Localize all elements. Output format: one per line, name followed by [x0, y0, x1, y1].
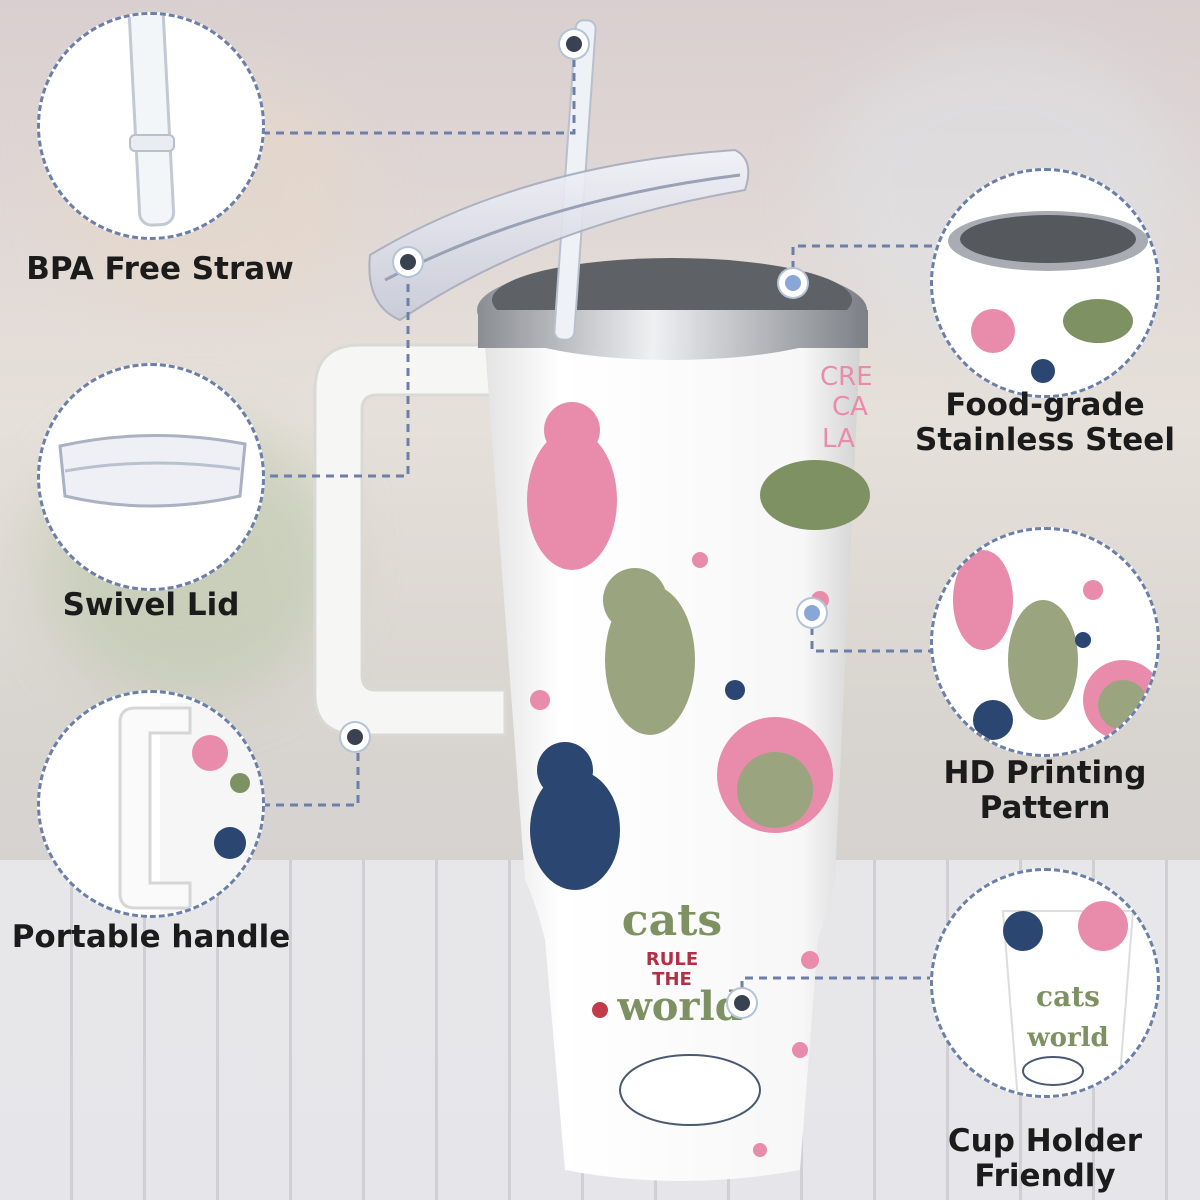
side-text-2: CA: [832, 392, 868, 422]
label-portable-handle: Portable handle: [11, 919, 291, 955]
pink-cat: [527, 430, 617, 570]
side-text-3: LA: [822, 424, 855, 454]
slogan-cats: cats: [622, 895, 722, 946]
connector-steel: [791, 244, 935, 283]
cat-pattern: [527, 402, 870, 1157]
connector-printing: [810, 613, 935, 653]
label-hd-printing: HD Printing Pattern: [943, 755, 1147, 826]
label-food-grade-steel: Food-grade Stainless Steel: [915, 387, 1175, 458]
connector-lid: [270, 262, 410, 478]
tumbler-rim-band: [478, 310, 868, 348]
steel-detail-circle: [930, 168, 1160, 398]
side-text-1: CRE: [820, 362, 873, 392]
straw-marker-dot: [560, 30, 588, 58]
steel-marker-dot: [779, 269, 807, 297]
connector-cupholder: [740, 976, 930, 1003]
cupholder-detail-circle: cats world: [930, 868, 1160, 1098]
svg-text:cats: cats: [1036, 980, 1100, 1013]
sleeping-cat: [760, 460, 870, 530]
cupholder-marker-dot: [728, 989, 756, 1017]
straw-detail-circle: [37, 12, 265, 240]
label-swivel-lid: Swivel Lid: [62, 587, 240, 623]
lid-marker-dot: [394, 248, 422, 276]
label-bpa-free-straw: BPA Free Straw: [26, 251, 294, 287]
tumbler-lid: [368, 148, 750, 322]
tumbler-handle: [313, 343, 507, 737]
navy-cat: [530, 770, 620, 890]
connector-handle: [262, 740, 360, 807]
connector-straw: [262, 60, 576, 135]
slogan-rule: RULE: [646, 949, 698, 970]
label-cup-holder-friendly: Cup Holder Friendly: [947, 1123, 1143, 1194]
slogan-world: world: [616, 983, 742, 1030]
slogan-the: THE: [652, 969, 692, 990]
handle-marker-dot: [341, 723, 369, 751]
lid-detail-circle: [37, 363, 265, 591]
printing-marker-dot: [798, 599, 826, 627]
white-cat: [619, 1054, 761, 1126]
printing-detail-circle: [930, 527, 1160, 757]
svg-text:world: world: [1026, 1023, 1108, 1053]
lid-ridge: [384, 173, 741, 282]
handle-detail-circle: [37, 690, 265, 918]
